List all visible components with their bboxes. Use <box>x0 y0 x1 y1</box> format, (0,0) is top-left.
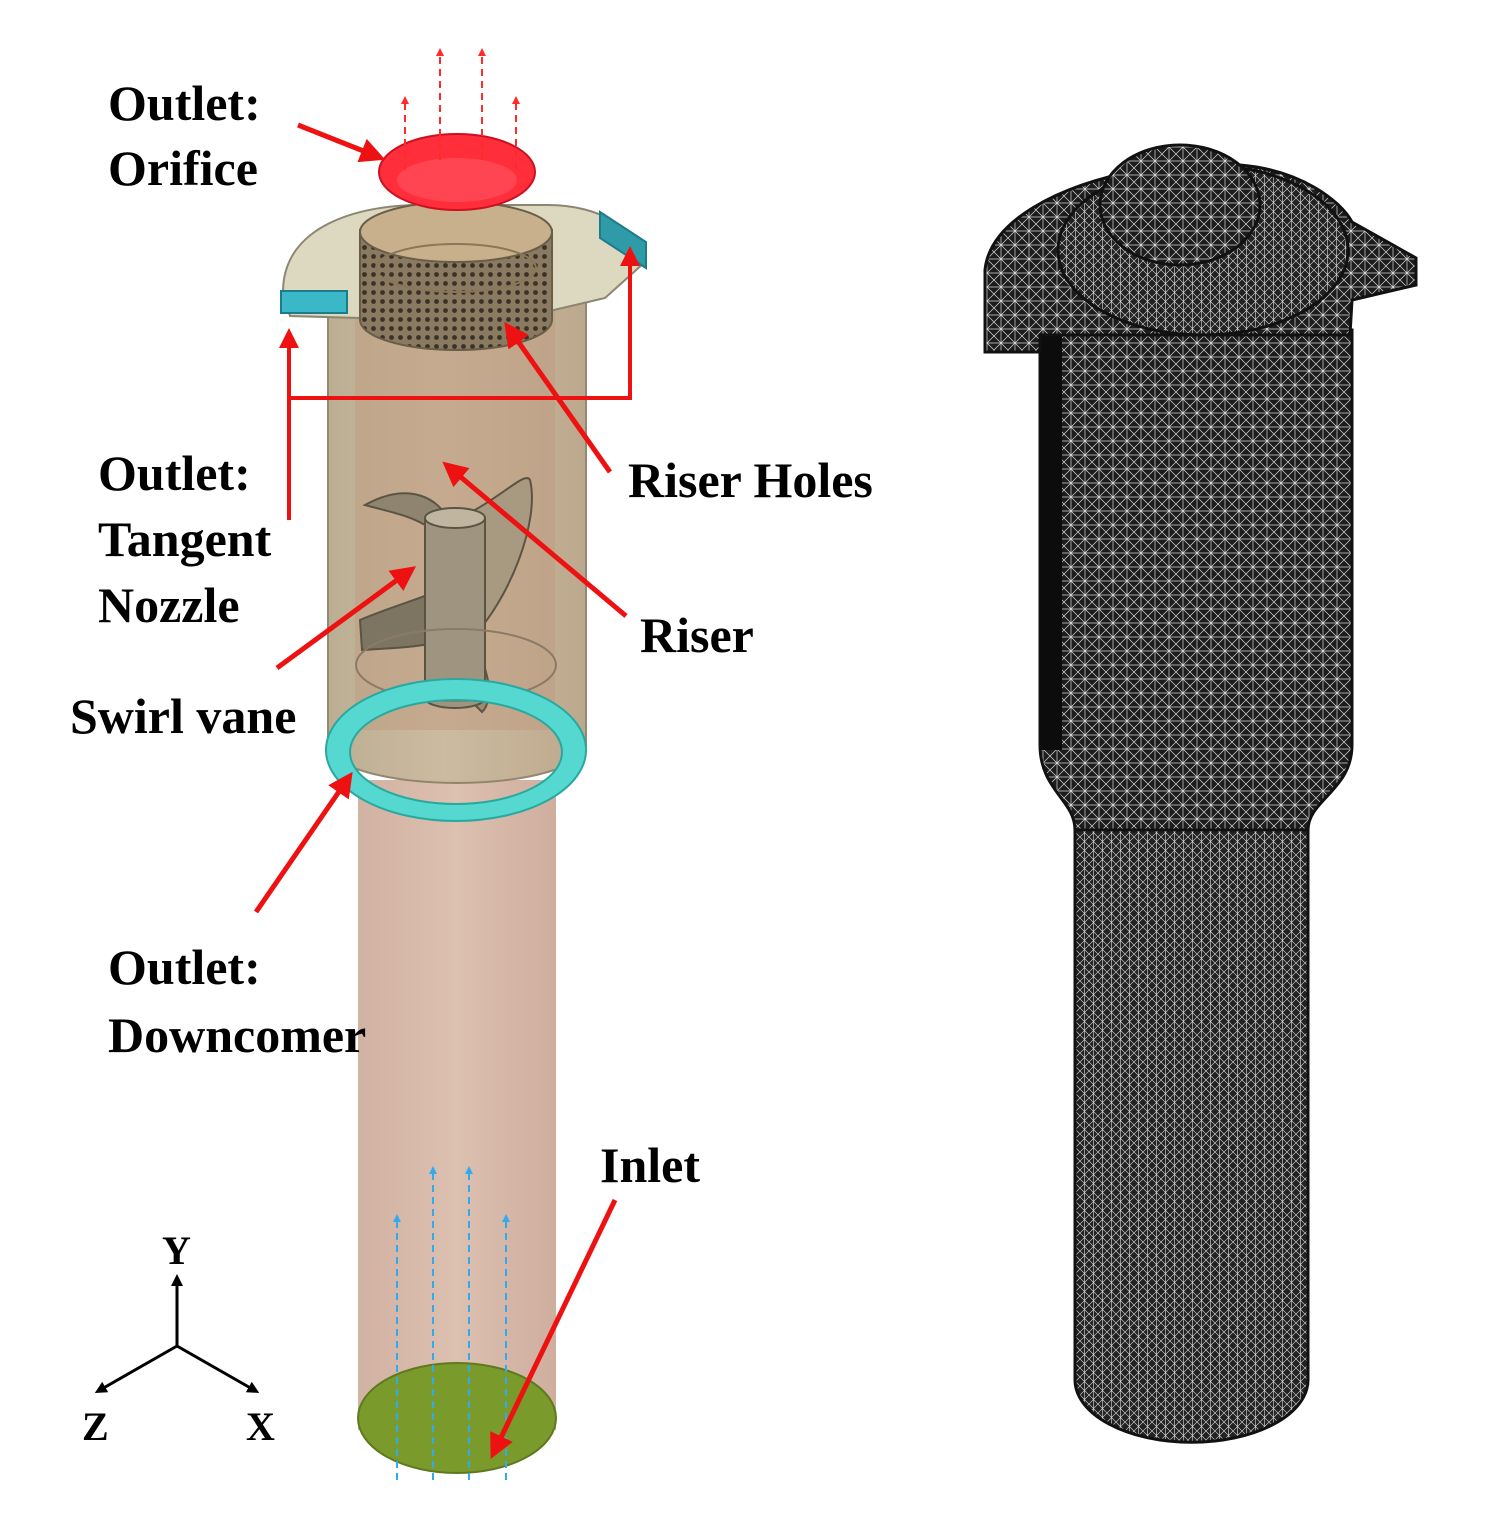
mesh-separator-body <box>1038 328 1354 832</box>
inlet-flow-arrows <box>393 1166 510 1480</box>
riser-holes-rim <box>359 201 553 263</box>
outlet-tangent-nozzle-label: Outlet: Tangent Nozzle <box>98 445 284 633</box>
tangent-nozzle-left <box>280 290 348 314</box>
downcomer-ring <box>324 678 588 822</box>
riser-callout-arrow <box>442 461 628 618</box>
riser-holes-callout-arrow <box>504 321 613 474</box>
inlet-callout-arrow <box>490 1198 618 1460</box>
mesh-orifice <box>1098 143 1262 267</box>
mesh-body-shadow <box>1040 330 1062 750</box>
axis-y-label: Y <box>162 1228 191 1273</box>
mesh-model <box>983 143 1418 1444</box>
swirl-vane-callout-arrow <box>275 566 417 671</box>
riser-inner-rim <box>375 243 537 293</box>
downcomer-pipe <box>358 780 556 1430</box>
axis-triad <box>94 1274 260 1393</box>
callout-arrows <box>253 122 628 1460</box>
riser-holes-label: Riser Holes <box>628 452 873 508</box>
outlet-flow-arrows <box>401 48 520 170</box>
riser-holes-band <box>359 229 553 351</box>
inlet-label: Inlet <box>600 1137 700 1193</box>
swirl-vane-label: Swirl vane <box>70 688 296 744</box>
orifice-callout-arrow <box>297 122 386 163</box>
axis-x-label: X <box>246 1404 275 1449</box>
mesh-downcomer-pipe <box>1073 818 1310 1444</box>
geometry-model <box>280 133 647 1474</box>
orifice-highlight <box>397 158 517 202</box>
outlet-downcomer-label: Outlet: Downcomer <box>108 939 366 1063</box>
tangent-nozzle-bracket <box>279 246 640 520</box>
downcomer-callout-arrow <box>253 771 353 914</box>
riser-label: Riser <box>640 607 754 663</box>
outlet-orifice-label: Outlet: Orifice <box>108 75 273 196</box>
axis-z-label: Z <box>82 1404 109 1449</box>
